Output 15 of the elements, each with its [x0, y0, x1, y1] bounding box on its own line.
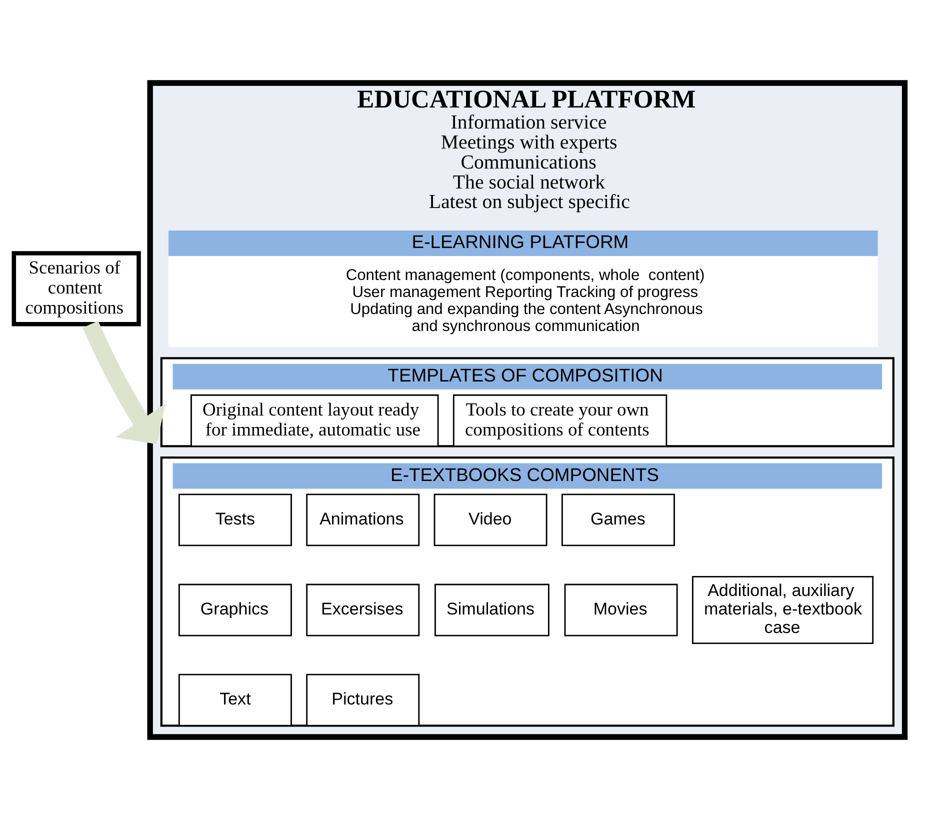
node-box: Pictures [306, 674, 420, 726]
node-box: Scenarios of content compositions [12, 251, 141, 326]
node-box: Graphics [178, 584, 292, 636]
node-box: Original content layout ready for immediate, automatic use [190, 394, 439, 447]
node-box: Tools to create your own compositions of contents [452, 394, 668, 447]
arrow [82, 320, 166, 444]
node-box: Additional, auxiliary materials, e-textbook case [692, 576, 874, 644]
node-box: Games [561, 494, 675, 546]
node-box: Animations [306, 494, 420, 546]
node-box: Tests [178, 494, 292, 546]
node-box: Movies [564, 584, 678, 636]
node-box: Excersises [306, 584, 420, 636]
node-box: Simulations [434, 584, 550, 636]
node-box: Text [178, 674, 292, 726]
node-box: Video [434, 494, 548, 546]
